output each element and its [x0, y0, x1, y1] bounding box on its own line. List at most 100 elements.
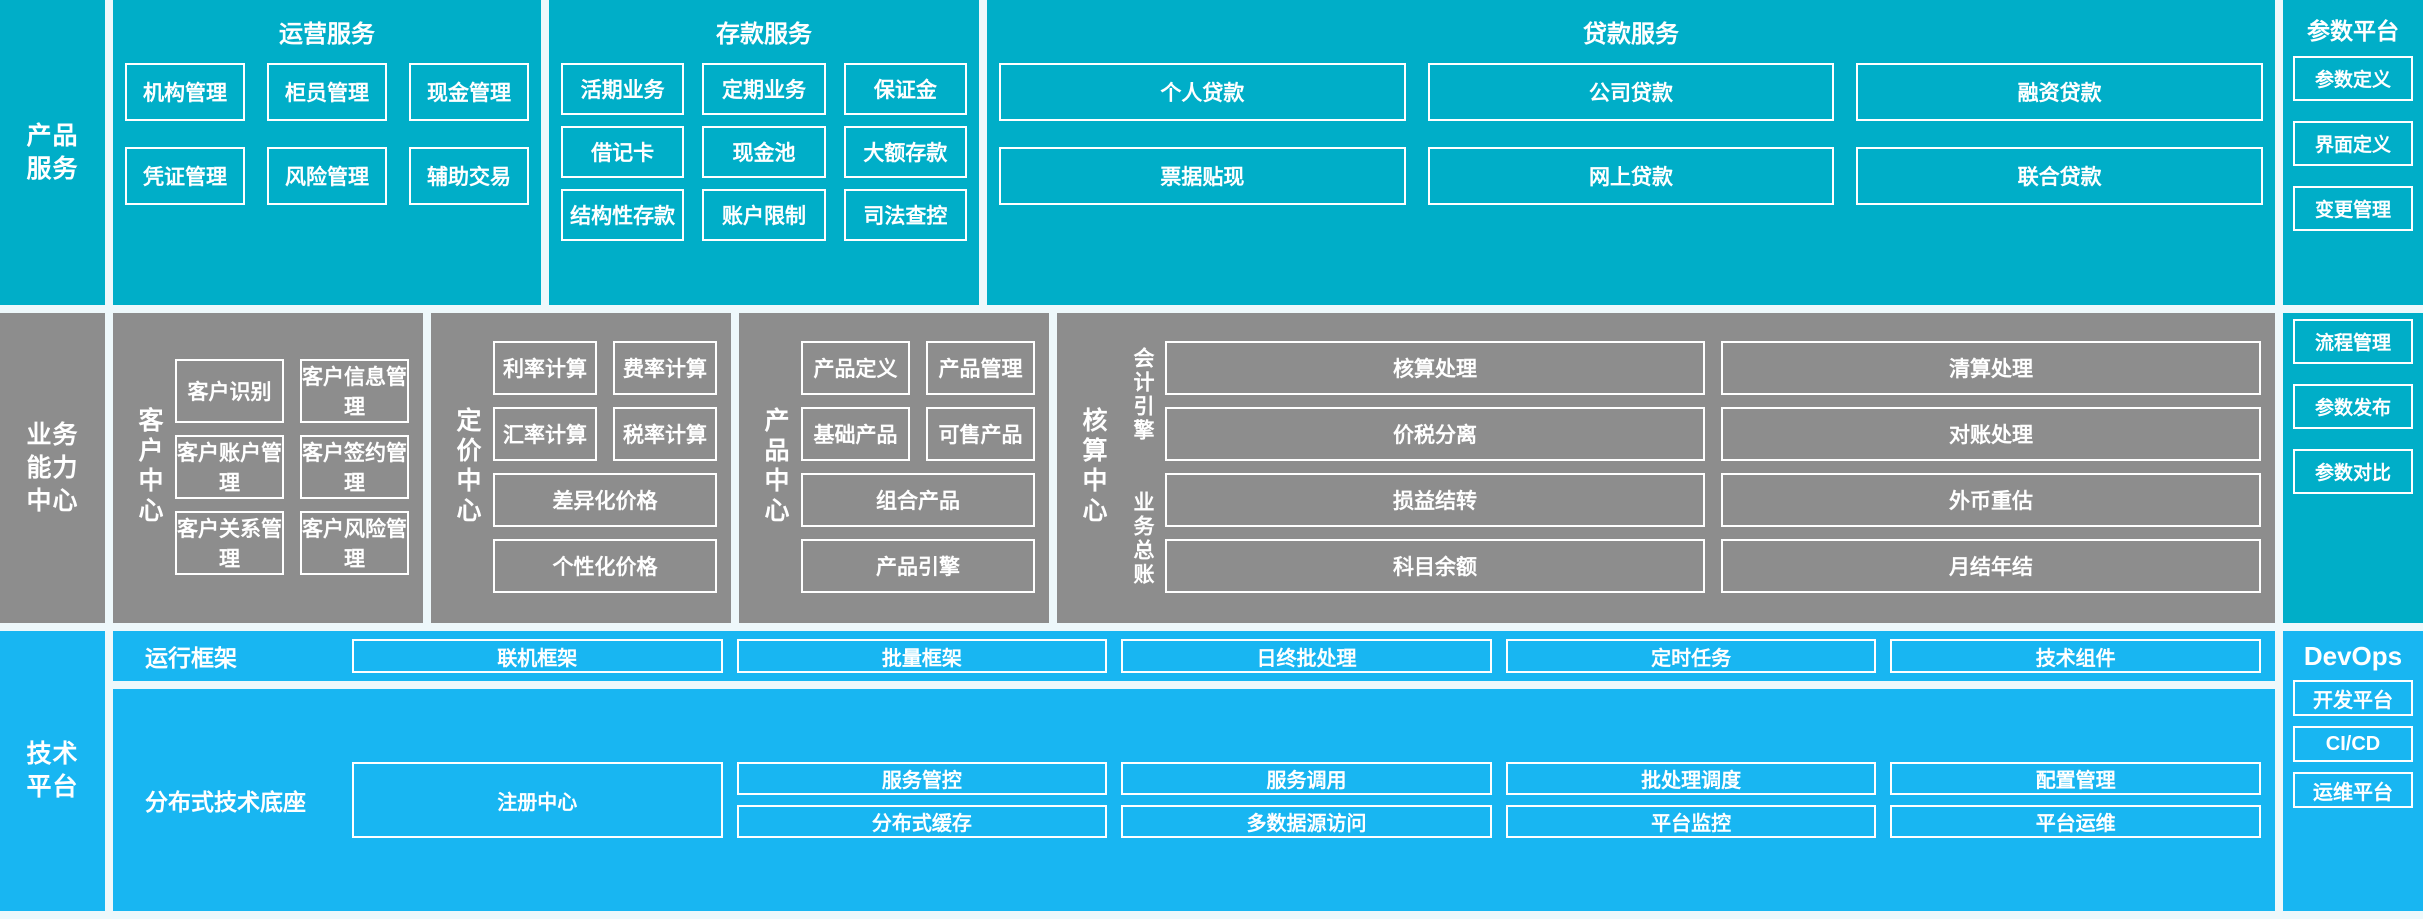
chip-cash-management[interactable]: 现金管理	[409, 63, 529, 121]
chip-platform-monitoring[interactable]: 平台监控	[1505, 805, 1877, 838]
chip-service-invocation[interactable]: 服务调用	[1121, 762, 1492, 795]
runtime-framework-items: 联机框架 批量框架 日终批处理 定时任务 技术组件	[352, 639, 2261, 673]
chip-eod-batch-processing[interactable]: 日终批处理	[1121, 639, 1492, 673]
chip-tax-rate-calc[interactable]: 税率计算	[613, 407, 717, 461]
chip-exchange-rate-calc[interactable]: 汇率计算	[493, 407, 597, 461]
layer-label-text: 技术 平台	[26, 740, 79, 801]
chip-bill-discount[interactable]: 票据贴现	[999, 147, 1406, 205]
center-product: 产品中心 产品定义 产品管理 基础产品 可售产品 组合产品 产品引擎	[739, 313, 1049, 623]
chip-online-loan[interactable]: 网上贷款	[1427, 147, 1835, 205]
chip-structured-deposit[interactable]: 结构性存款	[561, 189, 685, 241]
chip-batch-framework[interactable]: 批量框架	[736, 639, 1108, 673]
parameter-platform-panel-lower: 流程管理 参数发布 参数对比	[2283, 313, 2423, 623]
chip-ci-cd[interactable]: CI/CD	[2293, 726, 2413, 762]
chip-institution-management[interactable]: 机构管理	[125, 63, 245, 121]
parameter-platform-title: 参数平台	[2307, 18, 2399, 44]
chip-month-year-end-close[interactable]: 月结年结	[1721, 539, 2261, 593]
chip-cash-pool[interactable]: 现金池	[702, 126, 826, 178]
distributed-base-label: 分布式技术底座	[145, 789, 306, 815]
group-title-deposit: 存款服务	[716, 21, 812, 48]
chip-parameter-definition[interactable]: 参数定义	[2293, 56, 2413, 101]
chip-debit-card[interactable]: 借记卡	[561, 126, 685, 178]
layer-label-technology-platform: 技术 平台	[0, 631, 105, 911]
chip-account-balance[interactable]: 科目余额	[1165, 539, 1705, 593]
chip-interface-definition[interactable]: 界面定义	[2293, 121, 2413, 166]
chip-fee-rate-calc[interactable]: 费率计算	[613, 341, 717, 395]
chip-basic-product[interactable]: 基础产品	[801, 407, 910, 461]
chip-multi-datasource-access[interactable]: 多数据源访问	[1121, 805, 1492, 838]
chip-financing-loan[interactable]: 融资贷款	[1856, 63, 2263, 121]
chip-interest-rate-calc[interactable]: 利率计算	[493, 341, 597, 395]
chip-demand-deposit[interactable]: 活期业务	[561, 63, 685, 115]
chip-voucher-management[interactable]: 凭证管理	[125, 147, 245, 205]
chip-teller-management[interactable]: 柜员管理	[267, 63, 387, 121]
chip-customer-contract-management[interactable]: 客户签约管理	[300, 435, 409, 499]
parameter-platform-panel: 参数平台 参数定义 界面定义 变更管理	[2283, 0, 2423, 305]
chip-syndicated-loan[interactable]: 联合贷款	[1856, 147, 2263, 205]
chip-development-platform[interactable]: 开发平台	[2293, 680, 2413, 716]
chip-margin-deposit[interactable]: 保证金	[843, 63, 967, 115]
chip-customer-account-management[interactable]: 客户账户管理	[175, 435, 284, 499]
chip-auxiliary-transaction[interactable]: 辅助交易	[409, 147, 529, 205]
center-customer: 客户中心 客户识别 客户信息管理 客户账户管理 客户签约管理 客户关系管理 客户…	[113, 313, 423, 623]
chip-service-governance[interactable]: 服务管控	[736, 762, 1108, 795]
layer-business-capability: 业务 能力 中心 客户中心 客户识别 客户信息管理 客户账户管理 客户签约管理 …	[0, 313, 2423, 623]
chip-online-framework[interactable]: 联机框架	[352, 639, 723, 673]
layer-technology-platform: 技术 平台 运行框架 联机框架 批量框架 日终批处理 定时任务 技术组件 分布式…	[0, 631, 2423, 911]
chip-sellable-product[interactable]: 可售产品	[926, 407, 1035, 461]
chip-accounting-processing[interactable]: 核算处理	[1165, 341, 1705, 395]
layer-product-service: 产品 服务 运营服务 机构管理 柜员管理 现金管理 凭证管理 风险管理 辅助交易…	[0, 0, 2423, 305]
chip-product-definition[interactable]: 产品定义	[801, 341, 910, 395]
group-title-loan: 贷款服务	[1583, 21, 1679, 48]
chip-time-deposit[interactable]: 定期业务	[702, 63, 826, 115]
group-deposit-services: 存款服务 活期业务 定期业务 保证金 借记卡 现金池 大额存款 结构性存款 账户…	[549, 0, 979, 305]
center-pricing: 定价中心 利率计算 费率计算 汇率计算 税率计算 差异化价格 个性化价格	[431, 313, 731, 623]
runtime-framework-band: 运行框架 联机框架 批量框架 日终批处理 定时任务 技术组件	[113, 631, 2275, 681]
group-items-deposit: 活期业务 定期业务 保证金 借记卡 现金池 大额存款 结构性存款 账户限制 司法…	[561, 63, 967, 291]
chip-customer-risk-management[interactable]: 客户风险管理	[300, 511, 409, 575]
chip-differentiated-price[interactable]: 差异化价格	[493, 473, 717, 527]
chip-composite-product[interactable]: 组合产品	[801, 473, 1035, 527]
chip-account-restriction[interactable]: 账户限制	[702, 189, 826, 241]
subgroup-label-accounting-engine: 会计引擎	[1131, 347, 1154, 443]
chip-registry-center[interactable]: 注册中心	[352, 762, 723, 838]
chip-risk-management[interactable]: 风险管理	[267, 147, 387, 205]
chip-product-engine[interactable]: 产品引擎	[801, 539, 1035, 593]
chip-product-management[interactable]: 产品管理	[926, 341, 1035, 395]
chip-personalized-price[interactable]: 个性化价格	[493, 539, 717, 593]
center-title-accounting: 核算中心	[1079, 407, 1107, 527]
group-items-loan: 个人贷款 公司贷款 融资贷款 票据贴现 网上贷款 联合贷款	[999, 63, 2263, 291]
chip-change-management[interactable]: 变更管理	[2293, 186, 2413, 231]
chip-corporate-loan[interactable]: 公司贷款	[1427, 63, 1835, 121]
layer-label-business-capability: 业务 能力 中心	[0, 313, 105, 623]
chip-batch-scheduling[interactable]: 批处理调度	[1505, 762, 1877, 795]
chip-configuration-management[interactable]: 配置管理	[1890, 762, 2261, 795]
chip-technical-component[interactable]: 技术组件	[1890, 639, 2261, 673]
chip-large-deposit[interactable]: 大额存款	[843, 126, 967, 178]
chip-customer-info-management[interactable]: 客户信息管理	[300, 359, 409, 423]
group-title-operation: 运营服务	[279, 21, 375, 48]
chip-parameter-compare[interactable]: 参数对比	[2293, 449, 2413, 494]
chip-personal-loan[interactable]: 个人贷款	[999, 63, 1406, 121]
layer-label-text: 产品 服务	[26, 121, 79, 183]
chip-customer-identification[interactable]: 客户识别	[175, 359, 284, 423]
devops-title: DevOps	[2303, 641, 2403, 671]
chip-judicial-control[interactable]: 司法查控	[843, 189, 967, 241]
chip-platform-operations[interactable]: 平台运维	[1890, 805, 2261, 838]
center-items-product: 产品定义 产品管理 基础产品 可售产品 组合产品 产品引擎	[801, 323, 1035, 611]
chip-price-tax-separation[interactable]: 价税分离	[1165, 407, 1705, 461]
layer-label-text: 业务 能力 中心	[26, 420, 79, 515]
chip-customer-relation-management[interactable]: 客户关系管理	[175, 511, 284, 575]
chip-foreign-currency-revaluation[interactable]: 外币重估	[1721, 473, 2261, 527]
center-items-accounting: 核算处理 清算处理 价税分离 对账处理 损益结转 外币重估 科目余额 月结年结	[1165, 323, 2261, 611]
chip-operations-platform[interactable]: 运维平台	[2293, 772, 2413, 808]
chip-parameter-publish[interactable]: 参数发布	[2293, 384, 2413, 429]
chip-scheduled-task[interactable]: 定时任务	[1505, 639, 1877, 673]
chip-settlement-processing[interactable]: 清算处理	[1721, 341, 2261, 395]
chip-profit-loss-carryover[interactable]: 损益结转	[1165, 473, 1705, 527]
chip-process-management[interactable]: 流程管理	[2293, 319, 2413, 364]
layer-label-product-service: 产品 服务	[0, 0, 105, 305]
chip-reconciliation-processing[interactable]: 对账处理	[1721, 407, 2261, 461]
chip-distributed-cache[interactable]: 分布式缓存	[736, 805, 1108, 838]
